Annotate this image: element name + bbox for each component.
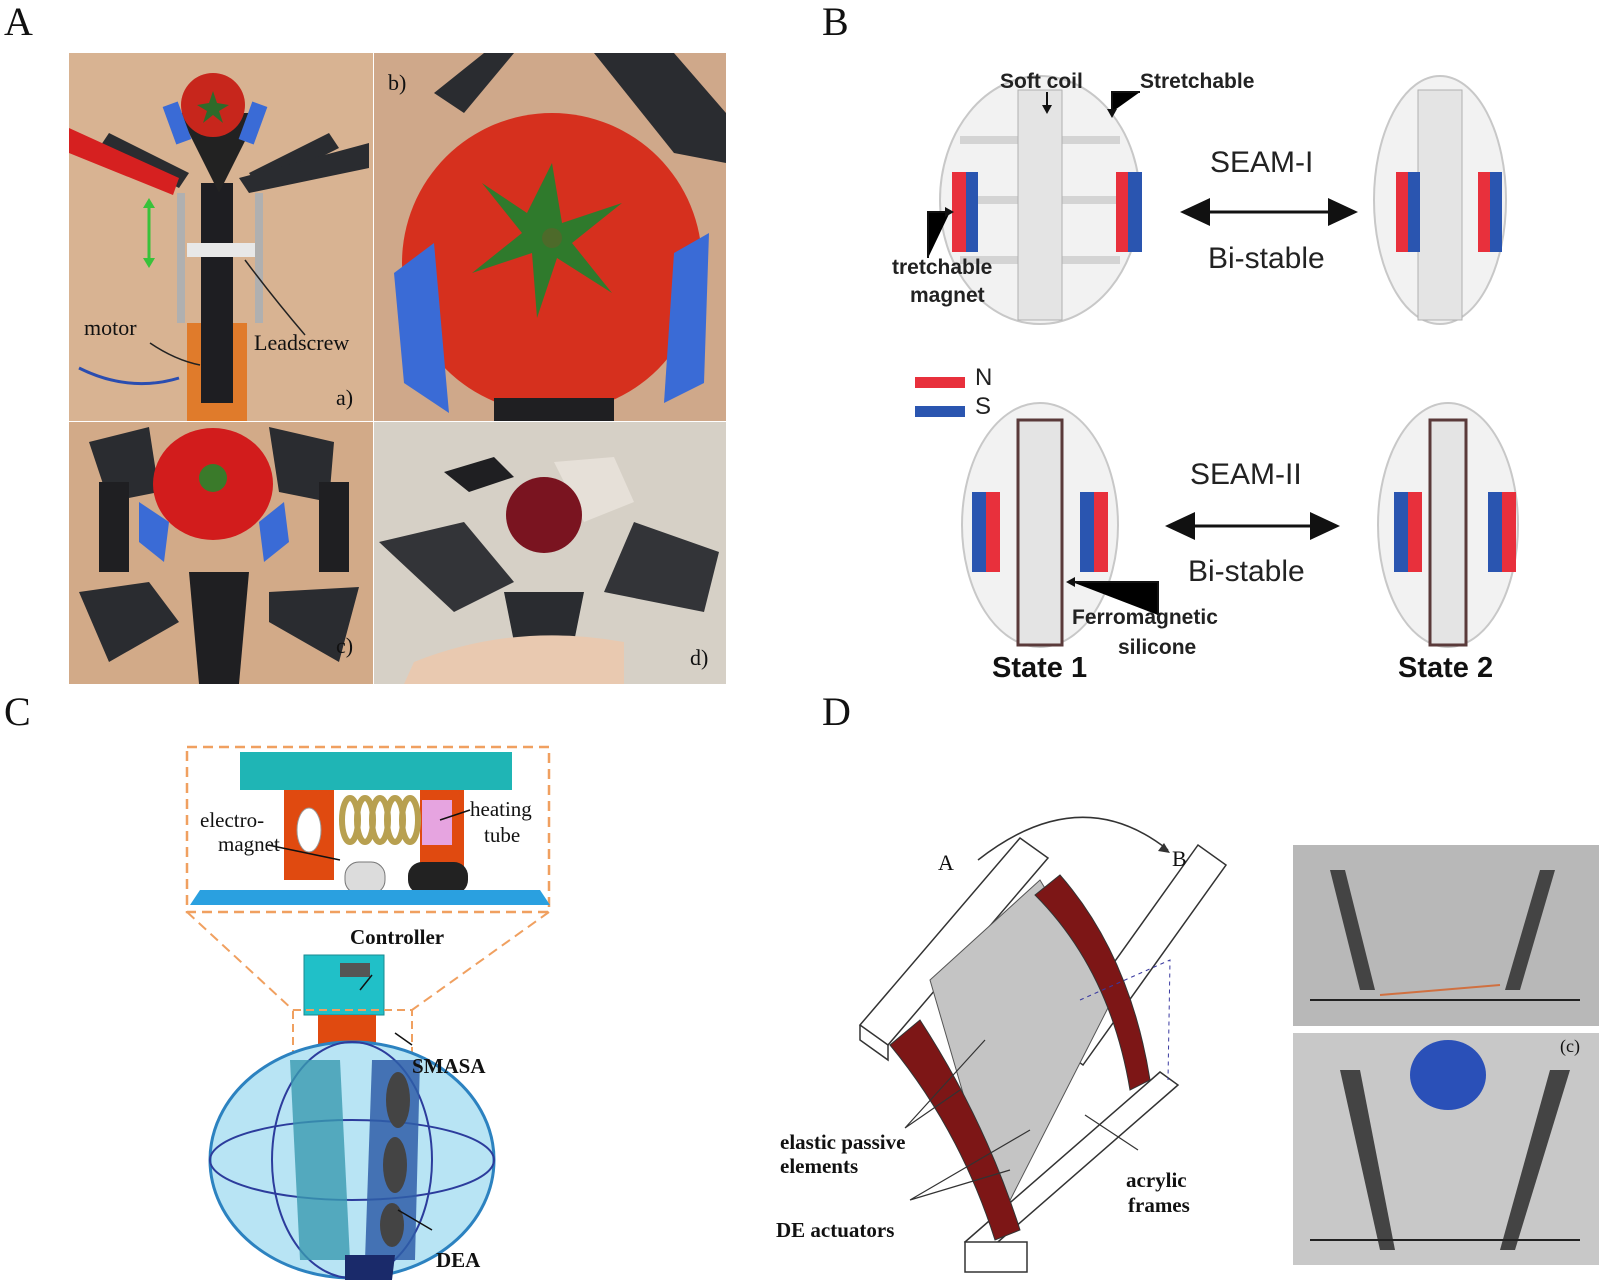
panel-letter-b: B (822, 0, 849, 44)
heating-label: heating (470, 797, 532, 821)
photo-d-apple-handheld (374, 422, 726, 684)
frames-label: frames (1128, 1193, 1190, 1217)
magnet-label: magnet (910, 284, 985, 307)
tretchable-label: tretchable (892, 256, 993, 279)
dea-label: DEA (436, 1248, 481, 1272)
heating-coil (339, 795, 421, 845)
photo-a-tomato-gripper (69, 53, 373, 421)
electro-label: electro- (200, 808, 265, 832)
seam2-bistable-label: Bi-stable (1188, 555, 1305, 588)
frame-a (858, 836, 1050, 1047)
sublabel-a: a) (336, 385, 354, 410)
photo-c-pepper-gripper (69, 422, 373, 684)
legend-s-swatch (915, 406, 965, 417)
stretchable-label: Stretchable (1140, 70, 1255, 93)
tube-label: tube (484, 823, 521, 847)
state1-label: State 1 (992, 652, 1088, 684)
state2-label: State 2 (1398, 652, 1494, 684)
gripper-tomato-illustration (69, 73, 369, 421)
label-a: A (938, 850, 954, 875)
smasa-label: SMASA (412, 1054, 486, 1078)
ferromagnetic-label: Ferromagnetic (1072, 606, 1218, 629)
photo-d-gripper-ball (1293, 1033, 1599, 1265)
panel-letter-a: A (4, 0, 33, 44)
pepper-gripper-illustration (79, 427, 359, 684)
sublabel-d: d) (690, 645, 709, 670)
controller-label: Controller (350, 925, 445, 949)
motor-label: motor (84, 315, 137, 340)
seam2-bistable-arrow (1165, 512, 1340, 540)
electromagnet-label: magnet (218, 832, 280, 856)
seam2-label: SEAM-II (1190, 458, 1302, 491)
panel-letter-d: D (822, 689, 851, 734)
sublabel-b: b) (388, 70, 407, 95)
seam1-bistable-label: Bi-stable (1208, 242, 1325, 275)
acrylic-label: acrylic (1126, 1168, 1187, 1192)
apple-handheld-illustration (379, 457, 719, 684)
legend-n-swatch (915, 377, 965, 388)
photo-c-label: (c) (1560, 1036, 1580, 1056)
photo-d-gripper-open (1293, 845, 1599, 1026)
smasa-inset-box (185, 745, 551, 914)
dea-sphere (208, 1040, 496, 1280)
tomato-closeup-illustration (394, 53, 726, 421)
leadscrew-label: Leadscrew (254, 330, 350, 355)
silicone-label: silicone (1118, 636, 1197, 659)
inset-top-plate (240, 752, 512, 790)
elastic-passive-label: elastic passive (780, 1130, 906, 1154)
photo-b-tomato-closeup (374, 53, 726, 421)
sublabel-c: c) (336, 633, 354, 658)
seam2-state1-device (961, 402, 1119, 648)
seam1-label: SEAM-I (1210, 146, 1314, 179)
seam1-state1-device (939, 75, 1142, 325)
de-actuators-label: DE actuators (776, 1218, 895, 1242)
seam1-state2-device (1373, 75, 1507, 325)
seam2-state2-device (1377, 402, 1519, 648)
legend-n-label: N (975, 364, 993, 391)
soft-coil-label: Soft coil (1000, 70, 1083, 93)
label-b: B (1172, 846, 1187, 871)
elements-label: elements (780, 1154, 859, 1178)
legend-s-label: S (975, 393, 992, 420)
panel-letter-c: C (4, 689, 31, 734)
seam1-bistable-arrow (1180, 198, 1358, 226)
